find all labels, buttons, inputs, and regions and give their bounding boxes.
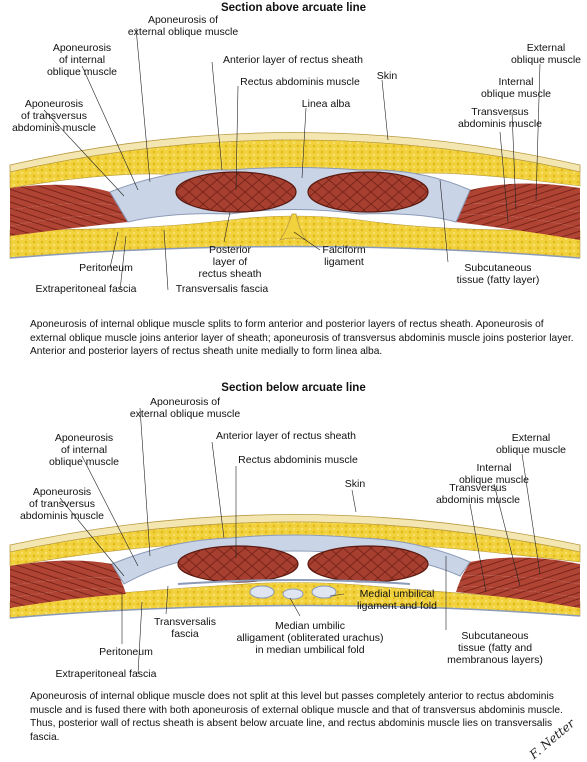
top-label-peritoneum: Peritoneum xyxy=(79,262,133,274)
top-cross-section-illustration xyxy=(9,27,581,291)
left-external-oblique xyxy=(10,560,120,586)
left-internal-oblique xyxy=(10,203,125,226)
top-label-ext-oblique: External oblique muscle xyxy=(510,42,582,66)
right-external-oblique xyxy=(462,557,580,584)
left-internal-oblique xyxy=(10,577,124,598)
median-umbilical-fold xyxy=(282,588,304,600)
bottom-label-medial-umbilical: Medial umbilical ligament and fold xyxy=(357,588,437,612)
bottom-label-extraperitoneal: Extraperitoneal fascia xyxy=(55,668,157,680)
bottom-label-apon-external: Aponeurosis of external oblique muscle xyxy=(129,396,241,420)
subcutaneous-fat xyxy=(9,521,581,567)
bottom-label-subcutaneous: Subcutaneous tissue (fatty and membranou… xyxy=(447,630,543,666)
falciform-ligament xyxy=(278,213,308,241)
left-rectus-muscle xyxy=(175,171,297,213)
top-leader-lines xyxy=(43,27,541,291)
top-label-transversus: Transversus abdominis muscle xyxy=(457,106,543,130)
left-medial-umbilical-fold xyxy=(249,585,275,599)
top-label-skin: Skin xyxy=(376,70,398,82)
bottom-label-peritoneum: Peritoneum xyxy=(99,646,153,658)
bottom-label-int-oblique: Internal oblique muscle xyxy=(458,462,530,486)
peritoneum-line xyxy=(9,245,581,259)
left-rectus-muscle xyxy=(177,545,299,583)
bottom-cross-section-illustration xyxy=(9,407,581,675)
left-external-oblique xyxy=(10,184,120,210)
bottom-label-apon-transversus: Aponeurosis of transversus abdominis mus… xyxy=(19,486,105,522)
right-external-oblique xyxy=(462,183,580,212)
bottom-label-skin: Skin xyxy=(344,478,366,490)
top-label-falciform: Falciform ligament xyxy=(322,244,366,268)
top-section-panel: Section above arcuate line xyxy=(0,0,587,370)
right-rectus-muscle xyxy=(307,545,429,583)
right-internal-oblique xyxy=(458,203,580,228)
right-internal-oblique xyxy=(458,575,580,598)
bottom-label-apon-internal: Aponeurosis of internal oblique muscle xyxy=(48,432,120,468)
right-medial-umbilical-fold xyxy=(311,585,337,599)
top-caption: Aponeurosis of internal oblique muscle s… xyxy=(30,319,574,357)
top-label-transversalis: Transversalis fascia xyxy=(175,283,269,295)
right-transversus xyxy=(456,214,580,240)
top-section-title: Section above arcuate line xyxy=(220,2,367,14)
top-label-apon-transversus: Aponeurosis of transversus abdominis mus… xyxy=(11,98,97,134)
top-label-anterior-layer: Anterior layer of rectus sheath xyxy=(222,54,364,66)
bottom-section-panel: Section below arcuate line xyxy=(0,380,587,750)
top-label-rectus: Rectus abdominis muscle xyxy=(240,76,360,88)
bottom-caption: Aponeurosis of internal oblique muscle d… xyxy=(30,691,563,743)
right-transversus xyxy=(456,586,580,608)
bottom-label-transversalis: Transversalis fascia xyxy=(153,616,217,640)
top-label-linea-alba: Linea alba xyxy=(301,98,351,110)
bottom-section-title: Section below arcuate line xyxy=(221,382,366,394)
transversalis-fascia xyxy=(177,579,411,585)
top-label-posterior-layer: Posterior layer of rectus sheath xyxy=(198,244,262,280)
right-rectus-muscle xyxy=(307,171,429,213)
bottom-label-rectus: Rectus abdominis muscle xyxy=(238,454,358,466)
bottom-label-median-umbilical: Median umbilic alligament (obliterated u… xyxy=(236,620,384,656)
bottom-label-anterior-layer: Anterior layer of rectus sheath xyxy=(215,430,357,442)
top-label-apon-external: Aponeurosis of external oblique muscle xyxy=(127,14,239,38)
bottom-leader-lines xyxy=(59,407,541,675)
subcutaneous-fat xyxy=(9,139,581,189)
left-transversus xyxy=(10,214,128,236)
top-label-extraperitoneal: Extraperitoneal fascia xyxy=(35,283,137,295)
top-label-int-oblique: Internal oblique muscle xyxy=(480,76,552,100)
bottom-label-ext-oblique: External oblique muscle xyxy=(495,432,567,456)
bottom-label-transversus: Transversus abdominis muscle xyxy=(435,482,521,506)
top-label-subcutaneous: Subcutaneous tissue (fatty layer) xyxy=(456,262,540,286)
left-transversus xyxy=(10,588,126,608)
top-label-apon-internal: Aponeurosis of internal oblique muscle xyxy=(46,42,118,78)
